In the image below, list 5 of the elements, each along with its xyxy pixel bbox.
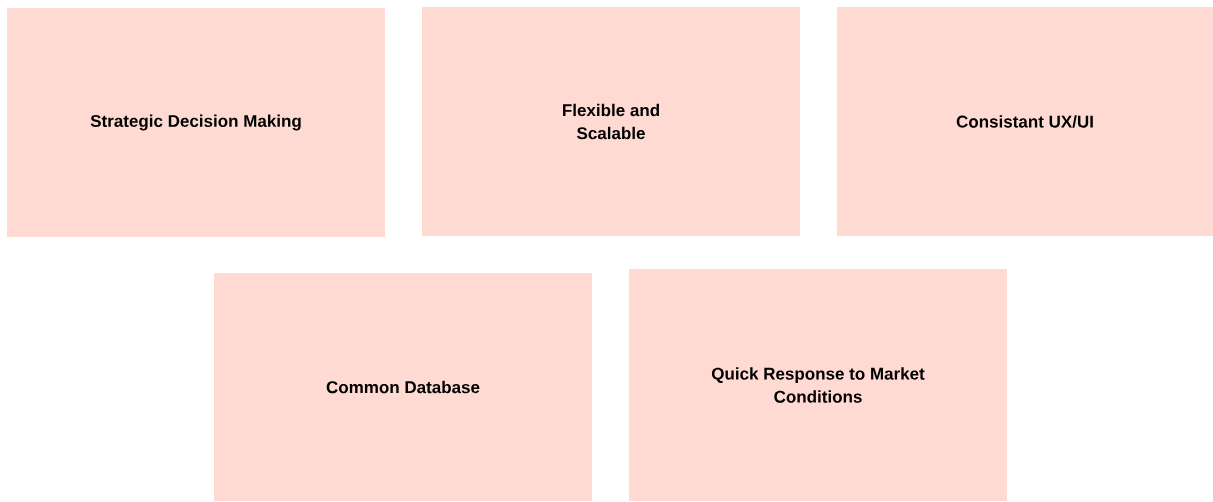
text-box: Consistant UX/UI [837,7,1213,236]
text-box: Quick Response to Market Conditions [629,269,1007,501]
text-box: Strategic Decision Making [7,8,385,237]
text-box: Common Database [214,273,592,501]
text-box: Flexible and Scalable [422,7,800,236]
